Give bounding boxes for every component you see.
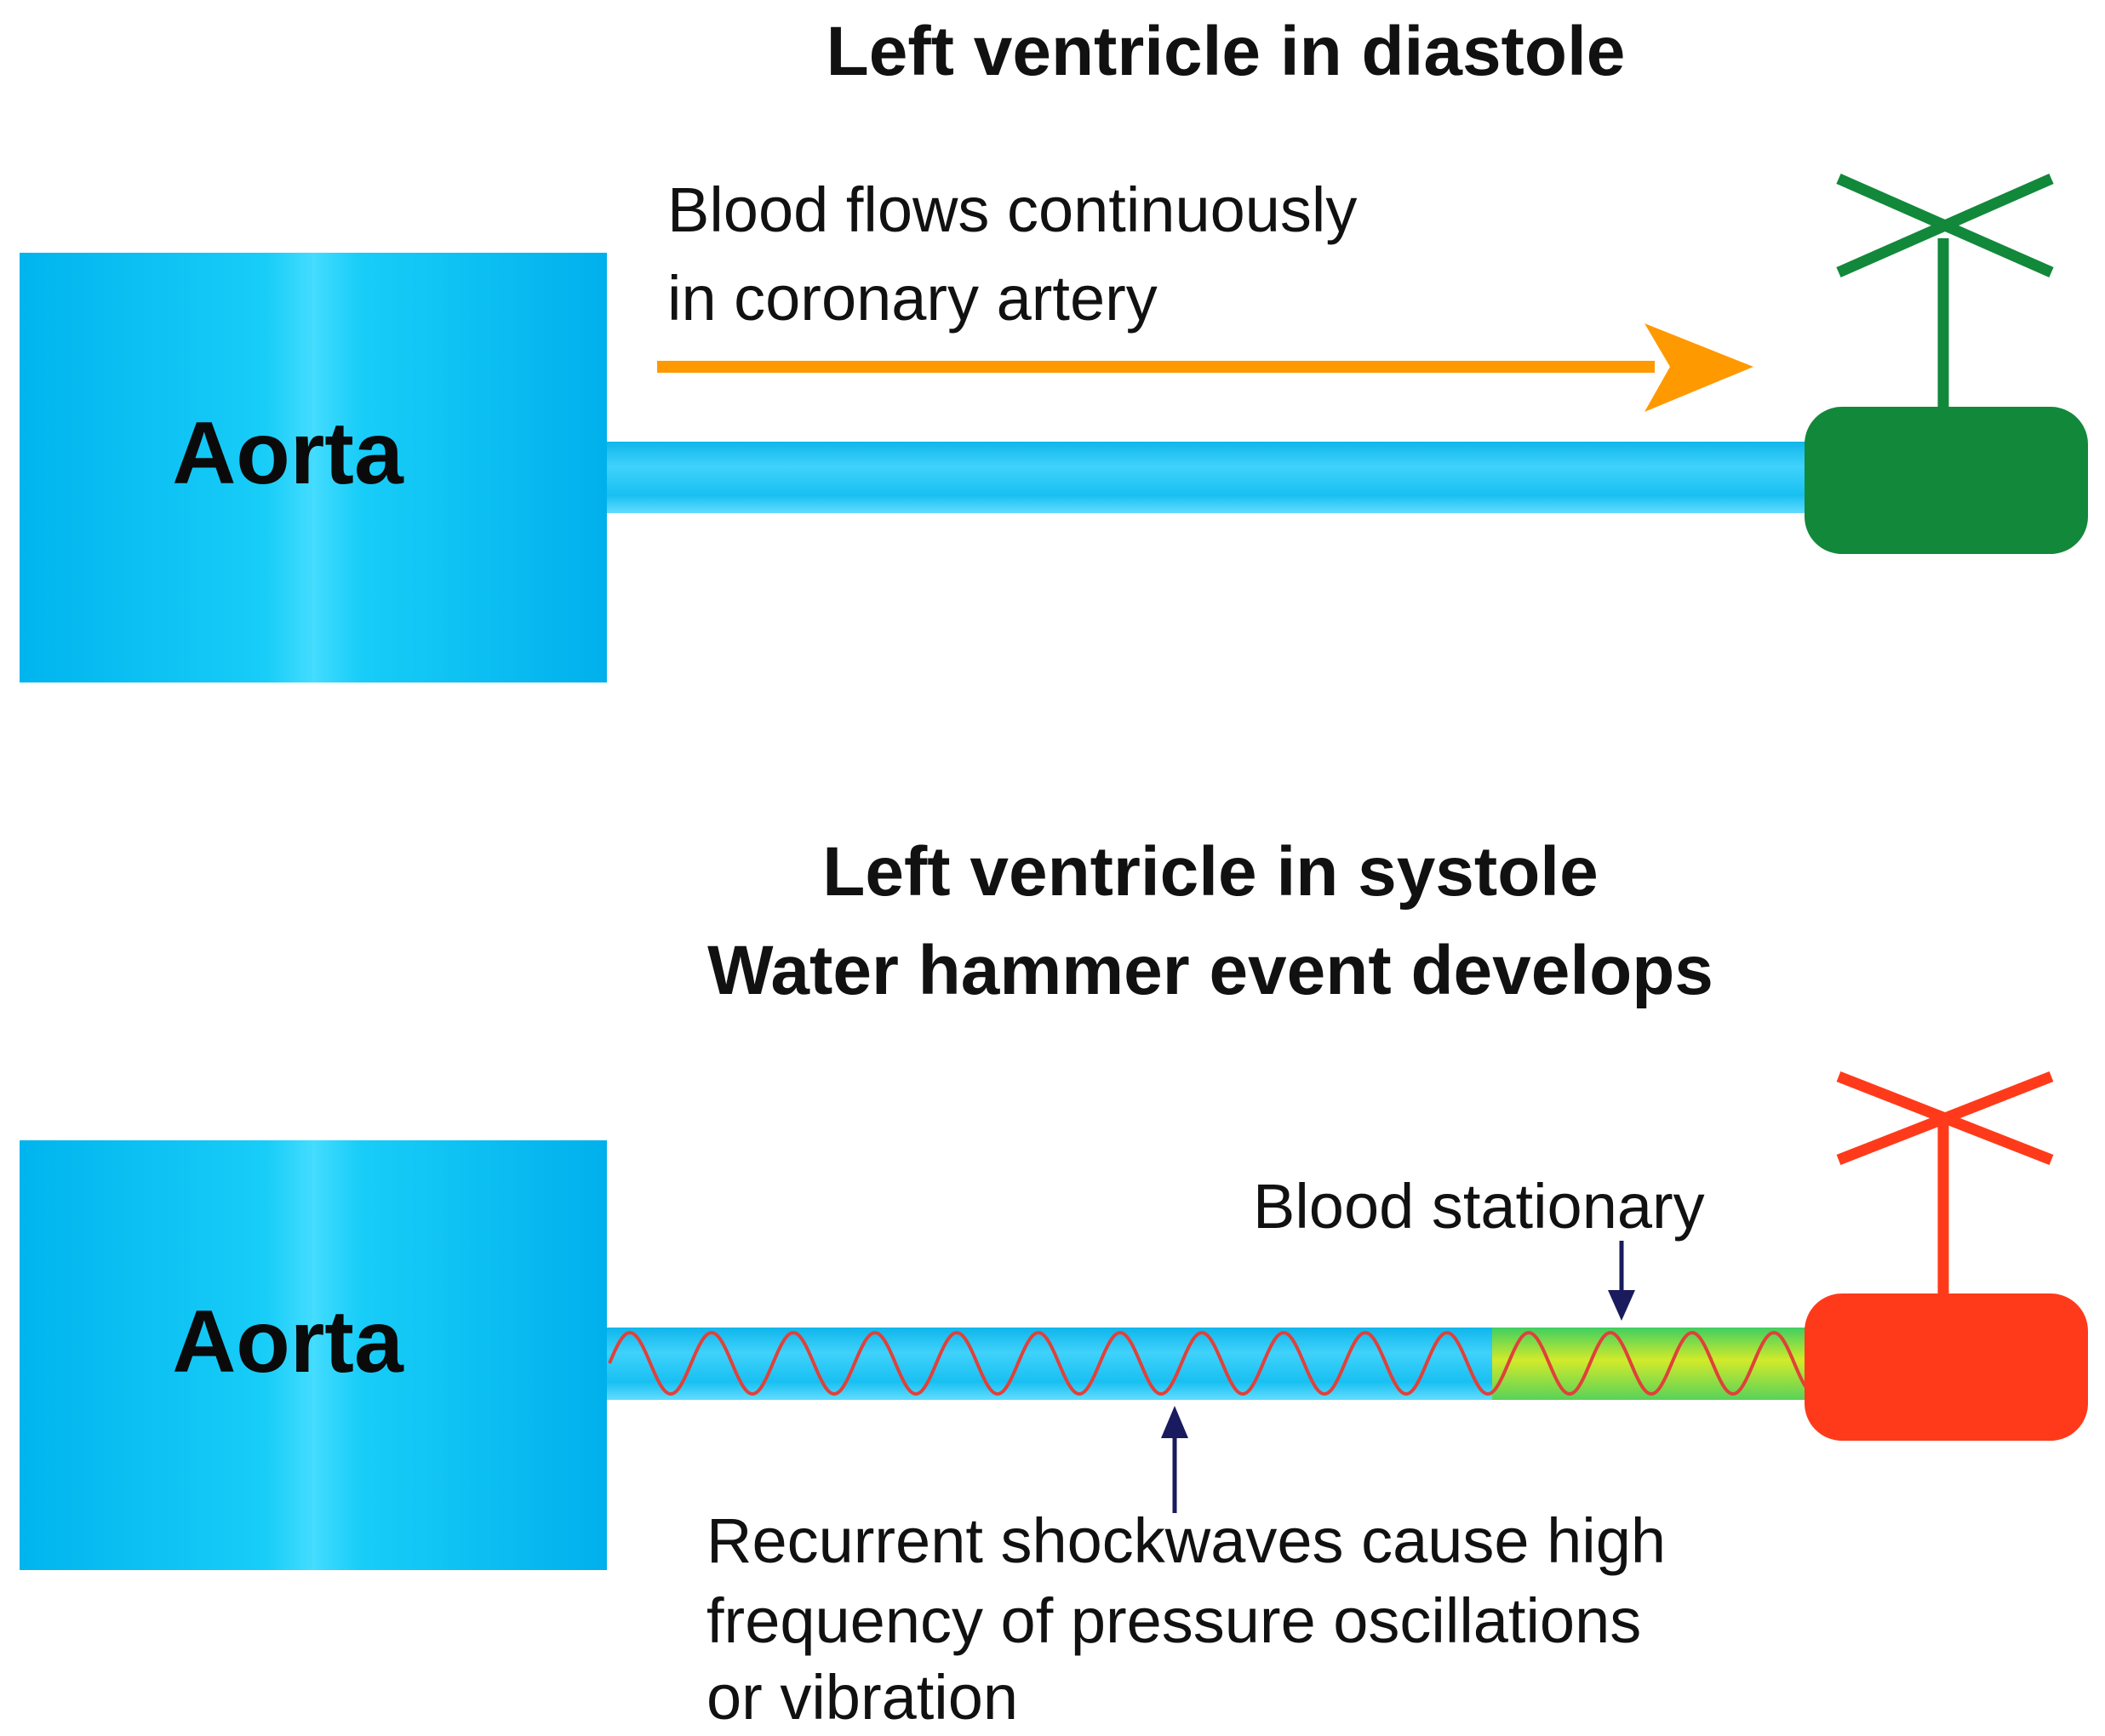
systole-panel: Left ventricle in systole Water hammer e…: [20, 833, 2088, 1733]
aorta-block-systole: [20, 1140, 607, 1570]
closed-valve-icon: [1805, 1071, 2088, 1441]
shockwave-text-line1: Recurrent shockwaves cause high: [706, 1505, 1666, 1576]
open-valve-icon: [1805, 174, 2088, 554]
shockwave-text-line3: or vibration: [706, 1662, 1018, 1733]
flow-text-line1: Blood flows continuously: [667, 174, 1357, 245]
shockwave-oscillation: [608, 1330, 1811, 1396]
aorta-label-diastole: Aorta: [172, 404, 404, 503]
systole-title-line2: Water hammer event develops: [707, 932, 1713, 1009]
flow-arrow: [657, 323, 1753, 412]
shockwave-pointer-arrow: [1161, 1406, 1188, 1513]
aorta-block-diastole: [20, 253, 607, 682]
diastole-panel: Left ventricle in diastole Blood flows c…: [20, 13, 2088, 682]
shockwave-text-line2: frequency of pressure oscillations: [706, 1585, 1641, 1656]
stationary-blood-segment: [1492, 1328, 1816, 1400]
stationary-pointer-arrow: [1608, 1241, 1635, 1321]
diastole-title: Left ventricle in diastole: [827, 13, 1626, 90]
stationary-label: Blood stationary: [1253, 1171, 1705, 1242]
aorta-label-systole: Aorta: [172, 1293, 404, 1391]
coronary-artery-diastole: [607, 442, 1816, 513]
systole-title-line1: Left ventricle in systole: [822, 833, 1598, 911]
flow-text-line2: in coronary artery: [667, 263, 1158, 334]
